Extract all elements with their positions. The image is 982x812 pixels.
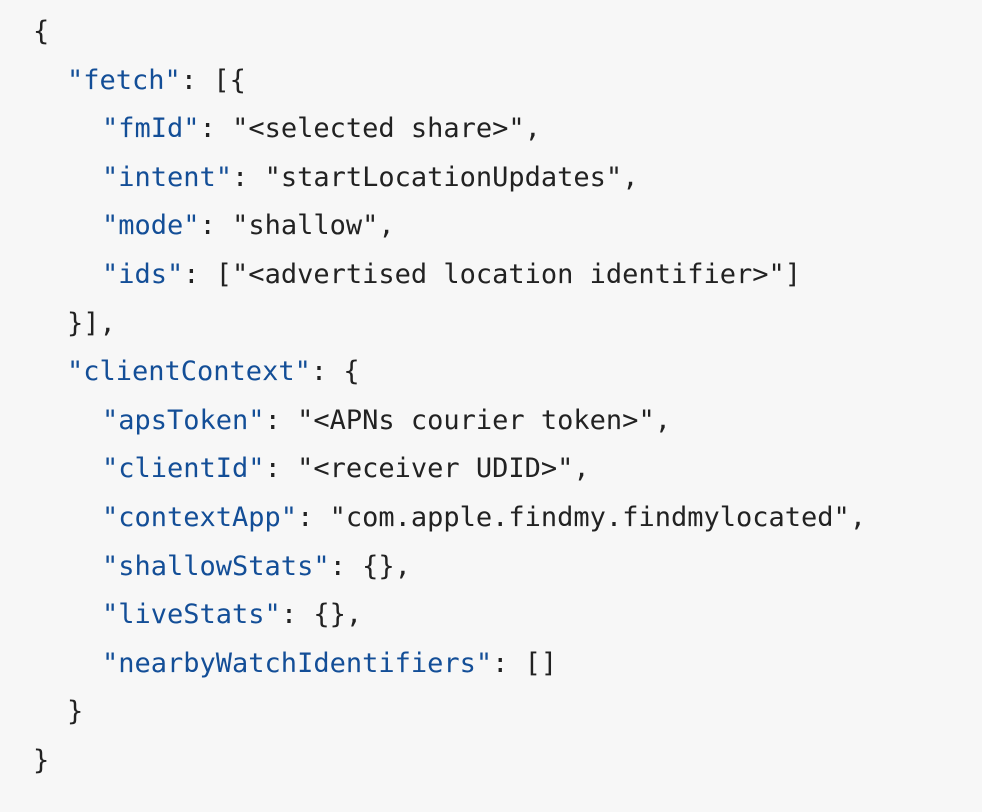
- code-line-clientcontext-close: }: [33, 688, 982, 737]
- code-line-apstoken: "apsToken": "<APNs courier token>",: [33, 397, 982, 446]
- colon: :: [199, 113, 233, 145]
- comma: ,: [378, 210, 395, 242]
- code-line-intent: "intent": "startLocationUpdates",: [33, 154, 982, 203]
- comma: ,: [622, 161, 639, 193]
- contextapp-value: "com.apple.findmy.findmylocated": [329, 501, 850, 533]
- mode-value: "shallow": [232, 210, 379, 242]
- code-line-clientid: "clientId": "<receiver UDID>",: [33, 445, 982, 494]
- colon: :: [199, 210, 233, 242]
- apstoken-key: "apsToken": [102, 404, 265, 436]
- fmid-value: "<selected share>": [232, 113, 525, 145]
- code-line-nearbywatch: "nearbyWatchIdentifiers": []: [33, 640, 982, 689]
- code-line-clientcontext: "clientContext": {: [33, 348, 982, 397]
- comma: ,: [849, 501, 867, 533]
- fetch-open: : [{: [180, 64, 246, 96]
- livestats-value: {}: [313, 599, 346, 631]
- comma: ,: [394, 550, 411, 582]
- apstoken-value: "<APNs courier token>": [297, 404, 655, 436]
- open-brace: {: [33, 16, 50, 47]
- comma: ,: [524, 113, 541, 145]
- colon: :: [297, 501, 330, 533]
- code-line-shallowstats: "shallowStats": {},: [33, 543, 982, 592]
- nearbywatch-key: "nearbyWatchIdentifiers": [102, 647, 493, 679]
- comma: ,: [654, 404, 671, 436]
- code-line-contextapp: "contextApp": "com.apple.findmy.findmylo…: [33, 494, 982, 543]
- close-brace: }: [33, 744, 50, 776]
- code-line-livestats: "liveStats": {},: [33, 591, 982, 640]
- colon: :: [492, 647, 525, 679]
- intent-value: "startLocationUpdates": [264, 161, 623, 193]
- code-line-ids: "ids": ["<advertised location identifier…: [33, 251, 982, 300]
- clientid-key: "clientId": [102, 453, 265, 485]
- colon: :: [280, 599, 314, 631]
- fmid-key: "fmId": [102, 113, 200, 145]
- colon: :: [264, 453, 298, 485]
- shallowstats-value: {}: [362, 550, 395, 582]
- fetch-key: "fetch": [67, 64, 181, 96]
- livestats-key: "liveStats": [102, 599, 281, 631]
- clientcontext-open: : {: [310, 356, 360, 388]
- clientid-value: "<receiver UDID>": [297, 453, 574, 485]
- contextapp-key: "contextApp": [102, 501, 298, 533]
- intent-key: "intent": [102, 161, 233, 193]
- shallowstats-key: "shallowStats": [102, 550, 330, 582]
- code-line-fetch: "fetch": [{: [33, 57, 982, 106]
- code-line-fetch-close: }],: [33, 300, 982, 349]
- colon: :: [232, 161, 265, 193]
- clientcontext-close: }: [67, 696, 84, 728]
- colon: :: [329, 550, 363, 582]
- code-line-mode: "mode": "shallow",: [33, 202, 982, 251]
- ids-key: "ids": [102, 258, 184, 290]
- fetch-close: }],: [67, 307, 116, 339]
- colon: :: [264, 404, 298, 436]
- code-line-open-brace: {: [33, 8, 982, 57]
- nearbywatch-value: []: [524, 647, 558, 679]
- code-line-close-brace: }: [33, 737, 982, 786]
- colon: :: [183, 258, 216, 290]
- code-line-fmid: "fmId": "<selected share>",: [33, 105, 982, 154]
- mode-key: "mode": [102, 210, 200, 242]
- clientcontext-key: "clientContext": [67, 356, 311, 388]
- ids-value: ["<advertised location identifier>"]: [215, 258, 801, 290]
- comma: ,: [573, 453, 590, 485]
- comma: ,: [345, 599, 363, 631]
